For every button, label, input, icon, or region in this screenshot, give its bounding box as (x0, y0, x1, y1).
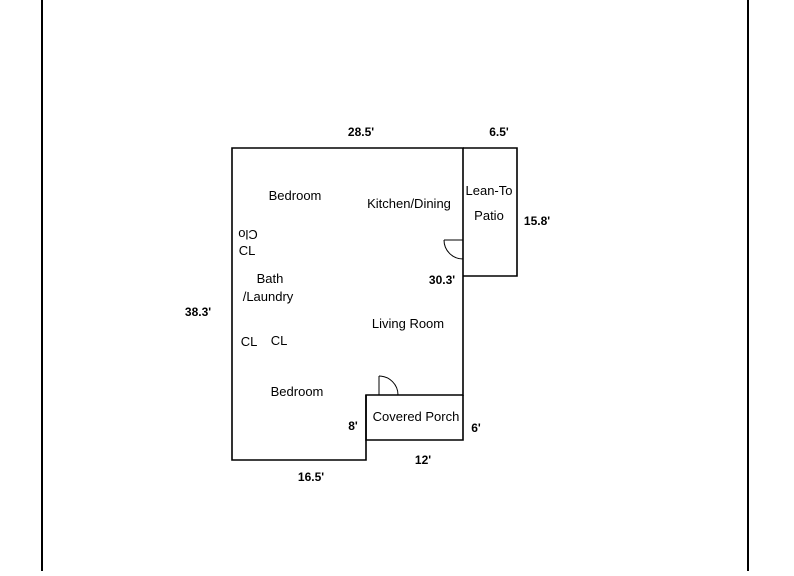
label-closet-2: CL (241, 334, 258, 349)
covered-porch-outline (365, 395, 464, 441)
door-kitchen (443, 239, 464, 260)
lean-to-patio-outline (463, 147, 518, 277)
dim-porch-left: 8' (348, 419, 358, 433)
dim-lean-to-width: 6.5' (489, 125, 509, 139)
label-bedroom-top: Bedroom (269, 188, 322, 203)
label-closet-1: CL (239, 243, 256, 258)
dim-lean-to-height: 15.8' (524, 214, 550, 228)
dim-bottom-width: 16.5' (298, 470, 324, 484)
label-kitchen-dining: Kitchen/Dining (367, 196, 451, 211)
label-bath: Bath (257, 271, 284, 286)
label-living-room: Living Room (372, 316, 444, 331)
label-bedroom-bottom: Bedroom (271, 384, 324, 399)
label-laundry: /Laundry (243, 289, 294, 304)
dim-porch-right: 6' (471, 421, 481, 435)
dim-porch-bottom: 12' (415, 453, 431, 467)
dim-right-height: 30.3' (429, 273, 455, 287)
label-closet-flipped: Clo (238, 227, 258, 242)
label-covered-porch: Covered Porch (373, 409, 460, 424)
dim-top-width: 28.5' (348, 125, 374, 139)
label-lean-to: Lean-To (466, 183, 513, 198)
label-patio: Patio (474, 208, 504, 223)
dim-left-height: 38.3' (185, 305, 211, 319)
label-closet-3: CL (271, 333, 288, 348)
door-porch (378, 375, 399, 396)
